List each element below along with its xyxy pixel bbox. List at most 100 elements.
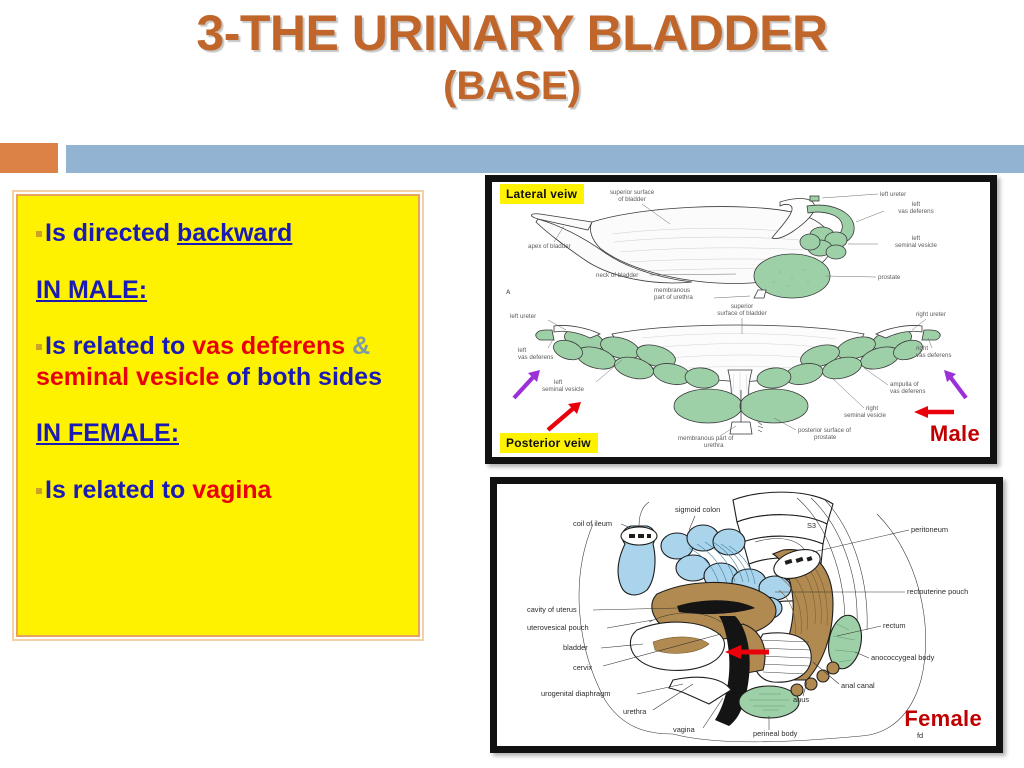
left-ureter-posterior [553, 325, 601, 339]
text-is-related-to-male: Is related to [45, 332, 193, 360]
label-rectouterine-pouch: rectouterine pouch [907, 587, 968, 596]
label-cervix: cervix [573, 663, 593, 672]
label-rectum: rectum [883, 621, 906, 630]
text-is-directed: Is directed [45, 219, 177, 247]
annotation-arrow-vagina-relation [725, 645, 769, 659]
label-urogenital-diaphragm: urogenital diaphragm [541, 689, 610, 698]
left-vas-deferens-cut [535, 329, 555, 341]
heading-in-female: IN FEMALE: [36, 419, 180, 447]
text-is-related-to-female: Is related to [45, 475, 193, 504]
panel-letter-a: A [506, 289, 511, 296]
bladder-posterior-shading [641, 333, 837, 369]
label-left-seminal-vesicle-2: seminal vesicle [895, 242, 938, 249]
label-superior-surface-posterior-2: surface of bladder [717, 310, 767, 317]
leader-left-vas-deferens [855, 210, 885, 223]
label-urethra: urethra [623, 707, 647, 716]
label-left-seminal-vesicle-posterior: left [554, 379, 563, 386]
label-ampulla-of-vas-deferens: ampulla of [890, 381, 919, 388]
label-ampulla-of-vas-deferens-2: vas deferens [890, 388, 925, 395]
right-seminal-vesicle-posterior [756, 328, 923, 389]
ileum-lumen-marks [629, 534, 651, 538]
male-anatomy-illustration: .lbl { font-family: "Liberation Sans", s… [506, 189, 968, 449]
label-membranous-part-urethra-posterior-2: urethra [704, 442, 724, 449]
view-tag-lateral: Lateral veiw [500, 184, 585, 204]
leader-left-ureter-posterior [547, 319, 567, 331]
coil-of-ileum [617, 501, 658, 596]
anal-columns [756, 639, 812, 675]
label-apex-of-bladder: apex of bladder [528, 243, 571, 250]
label-left-ureter-posterior: left ureter [510, 313, 536, 320]
text-vagina: vagina [192, 475, 272, 504]
label-left-vas-deferens-2: vas deferens [898, 208, 933, 215]
leader-left-vas-posterior [547, 337, 555, 349]
anococcygeal-body [828, 614, 862, 670]
label-right-seminal-vesicle-2: seminal vesicle [844, 412, 887, 419]
label-perineal-body: perineal body [753, 729, 798, 738]
leader-cavity-of-uterus [592, 607, 680, 611]
rectum-lumen [773, 549, 821, 579]
text-seminal-vesicle: seminal vesicle [36, 362, 220, 391]
membranous-urethra-posterior [729, 421, 753, 435]
annotation-arrow-left-vas-deferens [512, 370, 540, 400]
left-seminal-vesicle-lateral [799, 226, 848, 260]
label-membranous-part-of-urethra-2: part of urethra [654, 294, 693, 301]
sex-label-female: Female [904, 706, 982, 731]
view-tag-posterior: Posterior veiw [500, 433, 598, 453]
header-divider-bar [66, 145, 1024, 173]
leader-cervix [602, 633, 722, 667]
content-panel: Is directed backward IN MALE: Is related… [12, 190, 424, 641]
leader-left-sv-posterior [595, 359, 623, 383]
leader-uterovesical-pouch [606, 619, 654, 629]
leader-rectum [836, 625, 882, 637]
annotation-arrow-right-vas-deferens [944, 370, 968, 400]
leader-left-ureter [821, 193, 879, 199]
perineal-body [738, 685, 800, 719]
text-backward: backward [177, 219, 293, 247]
page-title: 3-THE URINARY BLADDER (BASE) [0, 8, 1024, 106]
leader-anococcygeal-body [854, 651, 870, 659]
bladder-inferior-wall [535, 218, 693, 284]
posterior-view-group: superior surface of bladder left ureter … [510, 303, 951, 449]
label-membranous-part-of-urethra: membranous [654, 287, 690, 294]
label-superior-surface-posterior: superior [731, 303, 753, 310]
label-superior-surface-of-bladder-2: of bladder [618, 196, 646, 203]
label-anococcygeal-body: anococcygeal body [871, 653, 935, 662]
annotation-arrow-left-seminal-vesicle [546, 402, 581, 432]
label-peritoneum: peritoneum [911, 525, 948, 534]
heading-in-male: IN MALE: [36, 275, 148, 304]
page-title-line-1: 3-THE URINARY BLADDER [196, 5, 828, 61]
leader-bladder [600, 643, 644, 649]
leader-posterior-prostate [773, 417, 797, 431]
text-of-both-sides: of both sides [219, 362, 382, 391]
perineum-outline [672, 733, 862, 743]
anterior-abdominal-wall [578, 523, 674, 735]
label-uterovesical-pouch: uterovesical pouch [527, 623, 589, 632]
label-right-vas-deferens-2: vas deferens [916, 352, 951, 359]
perineal-body-texture [749, 693, 789, 711]
page-title-line-2: (BASE) [443, 64, 581, 108]
bullet-square-icon [36, 231, 42, 237]
label-left-seminal-vesicle-posterior-2: seminal vesicle [542, 386, 585, 393]
right-vas-deferens-cut [921, 329, 941, 341]
label-left-vas-deferens-posterior-2: vas deferens [518, 354, 553, 361]
bullet-square-icon [36, 344, 42, 350]
leader-ampulla [863, 367, 889, 386]
prostate-posterior [673, 388, 809, 424]
ileum-mesentery [638, 501, 650, 527]
prostate-texture [773, 269, 809, 287]
leader-sigmoid-colon [688, 515, 696, 531]
label-left-ureter: left ureter [880, 191, 906, 198]
female-anatomy-figure: .flbl { font-family: "Liberation Sans", … [490, 477, 1003, 753]
rectum-lumen-marks [784, 556, 813, 565]
label-vagina: vagina [673, 725, 696, 734]
label-left-vas-deferens-posterior: left [518, 347, 527, 354]
left-ureter-tube [771, 198, 816, 240]
left-seminal-vesicle-posterior [553, 328, 720, 389]
bullet-directed-backward: Is directed backward [36, 218, 402, 249]
sigmoid-mesocolon-lines [688, 541, 756, 585]
leader-right-ureter [911, 318, 927, 331]
label-left-vas-deferens: left [912, 201, 921, 208]
leader-right-vas [927, 337, 933, 349]
header-accent-block [0, 143, 58, 173]
annotation-arrow-right-seminal-vesicle [914, 406, 954, 418]
